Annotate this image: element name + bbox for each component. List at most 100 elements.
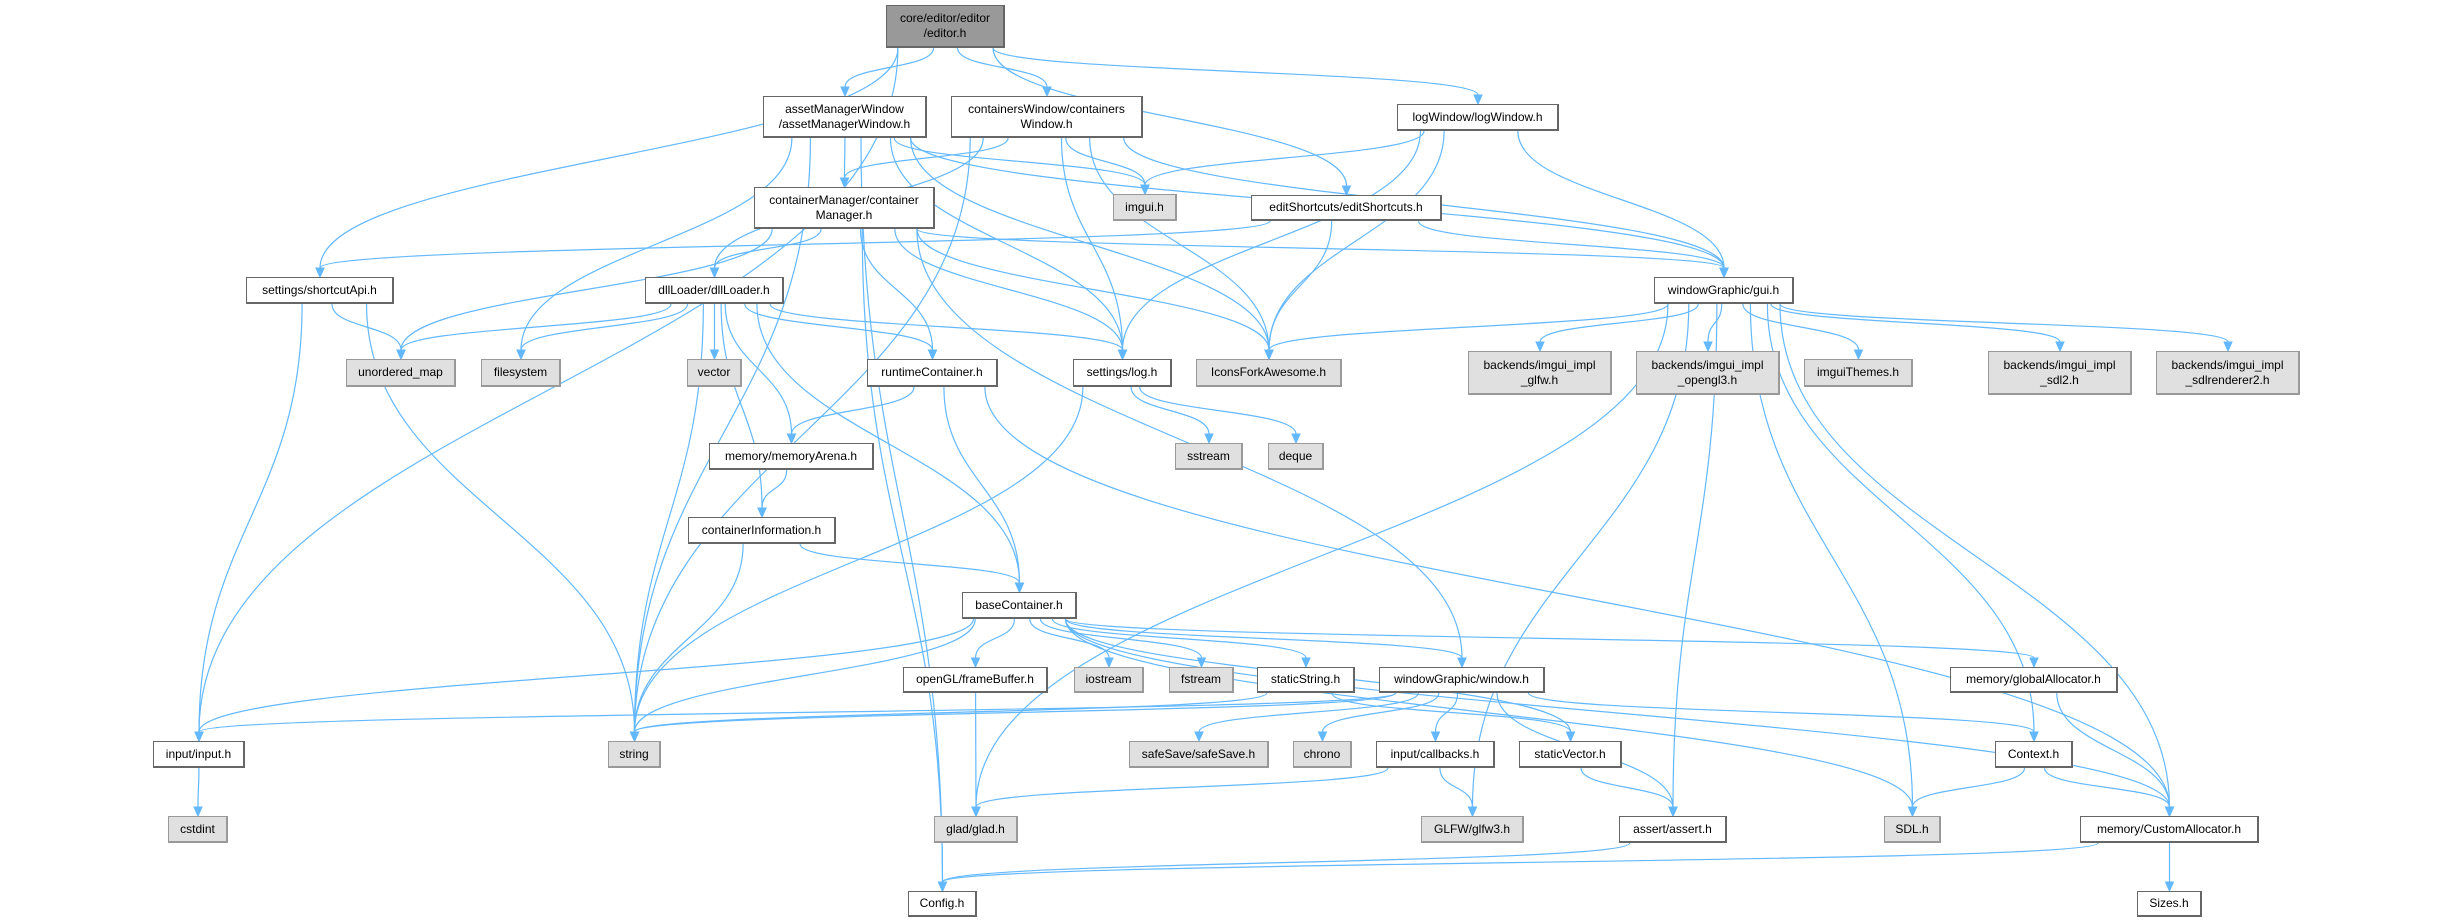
edge-baseContainer-to-globalAllocator bbox=[1064, 618, 2035, 659]
graph-node-editShortcuts[interactable]: editShortcuts/editShortcuts.h bbox=[1251, 195, 1442, 221]
node-label: memory/memoryArena.h bbox=[724, 448, 858, 463]
edge-logWindow-to-imgui bbox=[1144, 130, 1425, 186]
arrowhead-icon bbox=[1719, 267, 1729, 279]
graph-node-iostream: iostream bbox=[1074, 667, 1144, 693]
graph-node-frameBuffer[interactable]: openGL/frameBuffer.h bbox=[903, 667, 1048, 693]
node-label: GLFW/glfw3.h bbox=[1433, 821, 1511, 836]
graph-node-dllLoader[interactable]: dllLoader/dllLoader.h bbox=[645, 277, 784, 304]
edge-runtimeContainer-to-CustomAllocator bbox=[984, 386, 2171, 808]
node-label: settings/log.h bbox=[1086, 365, 1158, 379]
node-label: filesystem bbox=[493, 365, 548, 379]
graph-node-containerInformation[interactable]: containerInformation.h bbox=[688, 517, 836, 544]
node-label: backends/imgui_impl bbox=[2171, 357, 2284, 372]
node-label: string bbox=[619, 746, 649, 761]
graph-node-shortcutApi[interactable]: settings/shortcutApi.h bbox=[246, 277, 394, 304]
arrowhead-icon bbox=[1117, 349, 1128, 361]
node-label: dllLoader/dllLoader.h bbox=[658, 282, 770, 297]
node-label: backends/imgui_impl bbox=[1483, 357, 1596, 372]
edge-baseContainer-to-CustomAllocator bbox=[1064, 618, 2171, 808]
edge-editor-to-containersWindow bbox=[956, 47, 1048, 88]
node-label: Sizes.h bbox=[2149, 896, 2189, 910]
arrowhead-icon bbox=[971, 806, 981, 818]
graph-node-deque: deque bbox=[1268, 443, 1324, 470]
edge-gui-to-imgui_sdlrenderer2 bbox=[1779, 303, 2229, 343]
arrowhead-icon bbox=[1535, 341, 1545, 353]
graph-node-Sizes[interactable]: Sizes.h bbox=[2137, 891, 2202, 917]
edge-assetManagerWindow-to-Config bbox=[860, 137, 944, 883]
edge-containersWindow-to-imgui bbox=[1065, 137, 1146, 186]
node-label: runtimeContainer.h bbox=[881, 365, 983, 379]
graph-node-memoryArena[interactable]: memory/memoryArena.h bbox=[709, 443, 874, 470]
graph-node-assetManagerWindow[interactable]: assetManagerWindow/assetManagerWindow.h bbox=[763, 96, 927, 138]
arrowhead-icon bbox=[1430, 731, 1441, 743]
edge-logWindow-to-IconsForkAwesome bbox=[1268, 130, 1445, 351]
graph-node-Config[interactable]: Config.h bbox=[908, 891, 977, 917]
arrowhead-icon bbox=[757, 507, 767, 519]
arrowhead-icon bbox=[786, 433, 797, 445]
edge-containerManager-to-log bbox=[894, 228, 1124, 351]
arrowhead-icon bbox=[1853, 349, 1864, 361]
arrowhead-icon bbox=[2164, 806, 2175, 818]
node-label: IconsForkAwesome.h bbox=[1210, 365, 1327, 379]
edge-containerInformation-to-baseContainer bbox=[799, 543, 1021, 584]
edge-gui-to-Context bbox=[1766, 303, 2035, 733]
graph-node-runtimeContainer[interactable]: runtimeContainer.h bbox=[867, 359, 998, 387]
arrowhead-icon bbox=[970, 657, 981, 669]
graph-node-log[interactable]: settings/log.h bbox=[1073, 359, 1172, 387]
graph-node-staticString[interactable]: staticString.h bbox=[1257, 667, 1355, 693]
graph-node-assert[interactable]: assert/assert.h bbox=[1619, 816, 1727, 843]
graph-node-imgui_sdl2: backends/imgui_impl_sdl2.h bbox=[1988, 351, 2132, 395]
edge-dllLoader-to-filesystem bbox=[520, 303, 689, 351]
graph-node-window[interactable]: windowGraphic/window.h bbox=[1379, 667, 1545, 693]
graph-node-imgui_glfw: backends/imgui_impl_glfw.h bbox=[1468, 351, 1612, 395]
graph-node-Context[interactable]: Context.h bbox=[1995, 741, 2073, 768]
edge-dllLoader-to-memoryArena bbox=[724, 303, 793, 435]
graph-node-callbacks[interactable]: input/callbacks.h bbox=[1376, 741, 1495, 768]
edge-containersWindow-to-log bbox=[1060, 137, 1124, 351]
arrowhead-icon bbox=[1014, 582, 1025, 594]
edge-assetManagerWindow-to-string bbox=[633, 137, 812, 733]
edge-log-to-deque bbox=[1139, 386, 1297, 435]
edge-window-to-input bbox=[198, 692, 1397, 733]
edge-callbacks-to-glfw3 bbox=[1439, 767, 1474, 808]
graph-node-imgui_opengl3: backends/imgui_impl_opengl3.h bbox=[1636, 351, 1780, 395]
node-label: chrono bbox=[1303, 746, 1341, 761]
graph-node-imguiThemes: imguiThemes.h bbox=[1804, 359, 1913, 387]
edge-dllLoader-to-containerInformation bbox=[720, 303, 763, 509]
node-label: input/callbacks.h bbox=[1390, 746, 1480, 761]
edge-baseContainer-to-fstream bbox=[1039, 618, 1203, 659]
node-label: containersWindow/containers bbox=[968, 101, 1125, 116]
arrowhead-icon bbox=[1204, 433, 1214, 445]
node-label: iostream bbox=[1085, 672, 1132, 686]
edge-window-to-chrono bbox=[1321, 692, 1440, 733]
graph-node-logWindow[interactable]: logWindow/logWindow.h bbox=[1397, 104, 1559, 131]
graph-node-glad: glad/glad.h bbox=[934, 816, 1018, 843]
edge-logWindow-to-gui bbox=[1517, 130, 1725, 269]
graph-node-gui[interactable]: windowGraphic/gui.h bbox=[1654, 277, 1794, 304]
graph-node-staticVector[interactable]: staticVector.h bbox=[1519, 741, 1622, 768]
arrowhead-icon bbox=[937, 881, 948, 893]
edge-gui-to-imgui_sdl2 bbox=[1770, 303, 2061, 343]
edge-dllLoader-to-baseContainer bbox=[756, 303, 1021, 584]
edge-staticVector-to-assert bbox=[1580, 767, 1674, 808]
graph-node-baseContainer[interactable]: baseContainer.h bbox=[962, 592, 1077, 619]
node-label: _sdlrenderer2.h bbox=[2185, 372, 2270, 387]
graph-node-CustomAllocator[interactable]: memory/CustomAllocator.h bbox=[2080, 816, 2259, 843]
node-label: safeSave/safeSave.h bbox=[1141, 746, 1256, 761]
edge-editor-to-assetManagerWindow bbox=[844, 47, 935, 88]
arrowhead-icon bbox=[840, 86, 850, 98]
arrowhead-icon bbox=[1565, 731, 1576, 743]
edge-gui-to-CustomAllocator bbox=[1779, 303, 2171, 808]
graph-node-globalAllocator[interactable]: memory/globalAllocator.h bbox=[1950, 667, 2118, 693]
graph-node-imgui: imgui.h bbox=[1113, 194, 1177, 221]
edge-assert-to-Config bbox=[941, 842, 1631, 883]
graph-node-input[interactable]: input/input.h bbox=[153, 741, 245, 768]
graph-node-sstream: sstream bbox=[1175, 443, 1243, 470]
arrowhead-icon bbox=[1341, 185, 1352, 197]
node-label: containerInformation.h bbox=[701, 522, 822, 537]
node-label: assert/assert.h bbox=[1633, 821, 1712, 836]
graph-node-glfw3: GLFW/glfw3.h bbox=[1421, 816, 1524, 843]
